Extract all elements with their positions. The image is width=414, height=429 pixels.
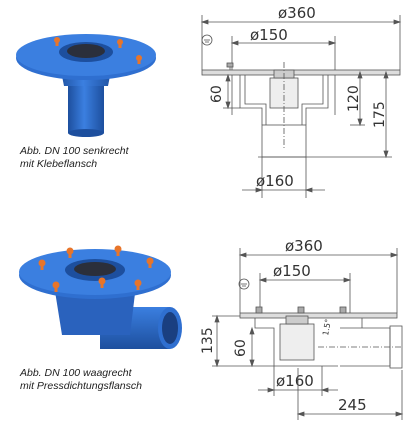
dim-outlet-diameter: ø160 bbox=[256, 172, 294, 190]
dim-depth-total: 135 bbox=[200, 327, 216, 354]
caption-line-2: mit Pressdichtungsflansch bbox=[20, 380, 142, 392]
product-image-horizontal-drain bbox=[10, 235, 190, 360]
dim-depth-total: 175 bbox=[372, 101, 388, 128]
caption-horizontal-drain: Abb. DN 100 waagrecht mit Pressdichtungs… bbox=[20, 367, 142, 393]
dim-depth-mid: 120 bbox=[346, 85, 362, 112]
caption-line-2: mit Klebeflansch bbox=[20, 158, 98, 170]
dim-depth-inner: 60 bbox=[209, 85, 225, 103]
dim-depth-inner: 60 bbox=[233, 339, 249, 357]
caption-vertical-drain: Abb. DN 100 senkrecht mit Klebeflansch bbox=[20, 145, 129, 171]
dim-slope: 1.5° bbox=[321, 318, 333, 336]
dim-top-diameter: ø150 bbox=[250, 26, 288, 44]
product-image-vertical-drain bbox=[10, 18, 160, 138]
dim-length: 245 bbox=[338, 396, 367, 414]
caption-line-1: Abb. DN 100 senkrecht bbox=[20, 145, 129, 157]
dim-outlet-diameter: ø160 bbox=[276, 372, 314, 390]
dim-flange-diameter: ø360 bbox=[285, 237, 323, 255]
caption-line-1: Abb. DN 100 waagrecht bbox=[20, 367, 132, 379]
technical-drawing-horizontal-drain: ø360 ø150 1.5° 60 135 bbox=[190, 228, 412, 424]
dim-flange-diameter: ø360 bbox=[278, 4, 316, 22]
technical-drawing-vertical-drain: ø360 ø150 60 120 bbox=[190, 0, 412, 200]
dim-top-diameter: ø150 bbox=[273, 262, 311, 280]
